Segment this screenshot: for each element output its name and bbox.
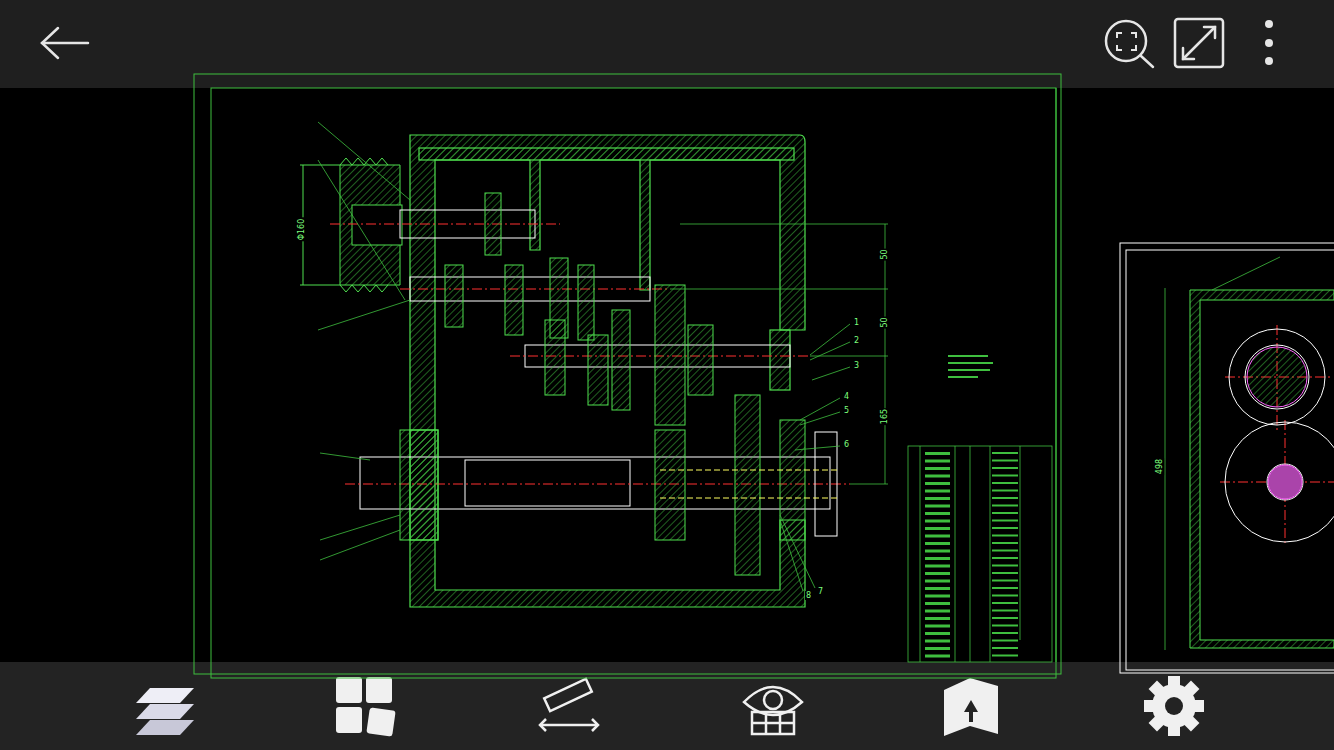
dimension-text: 165 xyxy=(880,408,889,425)
dimension-text: Φ160 xyxy=(297,218,306,242)
dimension-text: 50 xyxy=(880,316,889,328)
callout-number: 4 xyxy=(843,392,850,401)
callout-number: 8 xyxy=(805,591,812,600)
callout-number: 2 xyxy=(853,336,860,345)
callout-number: 1 xyxy=(853,318,860,327)
callout-number: 7 xyxy=(817,587,824,596)
dimension-text: 50 xyxy=(880,248,889,260)
callout-number: 3 xyxy=(853,361,860,370)
callout-number: 6 xyxy=(843,440,850,449)
dimension-text: 498 xyxy=(1155,458,1164,475)
callout-number: 5 xyxy=(843,406,850,415)
